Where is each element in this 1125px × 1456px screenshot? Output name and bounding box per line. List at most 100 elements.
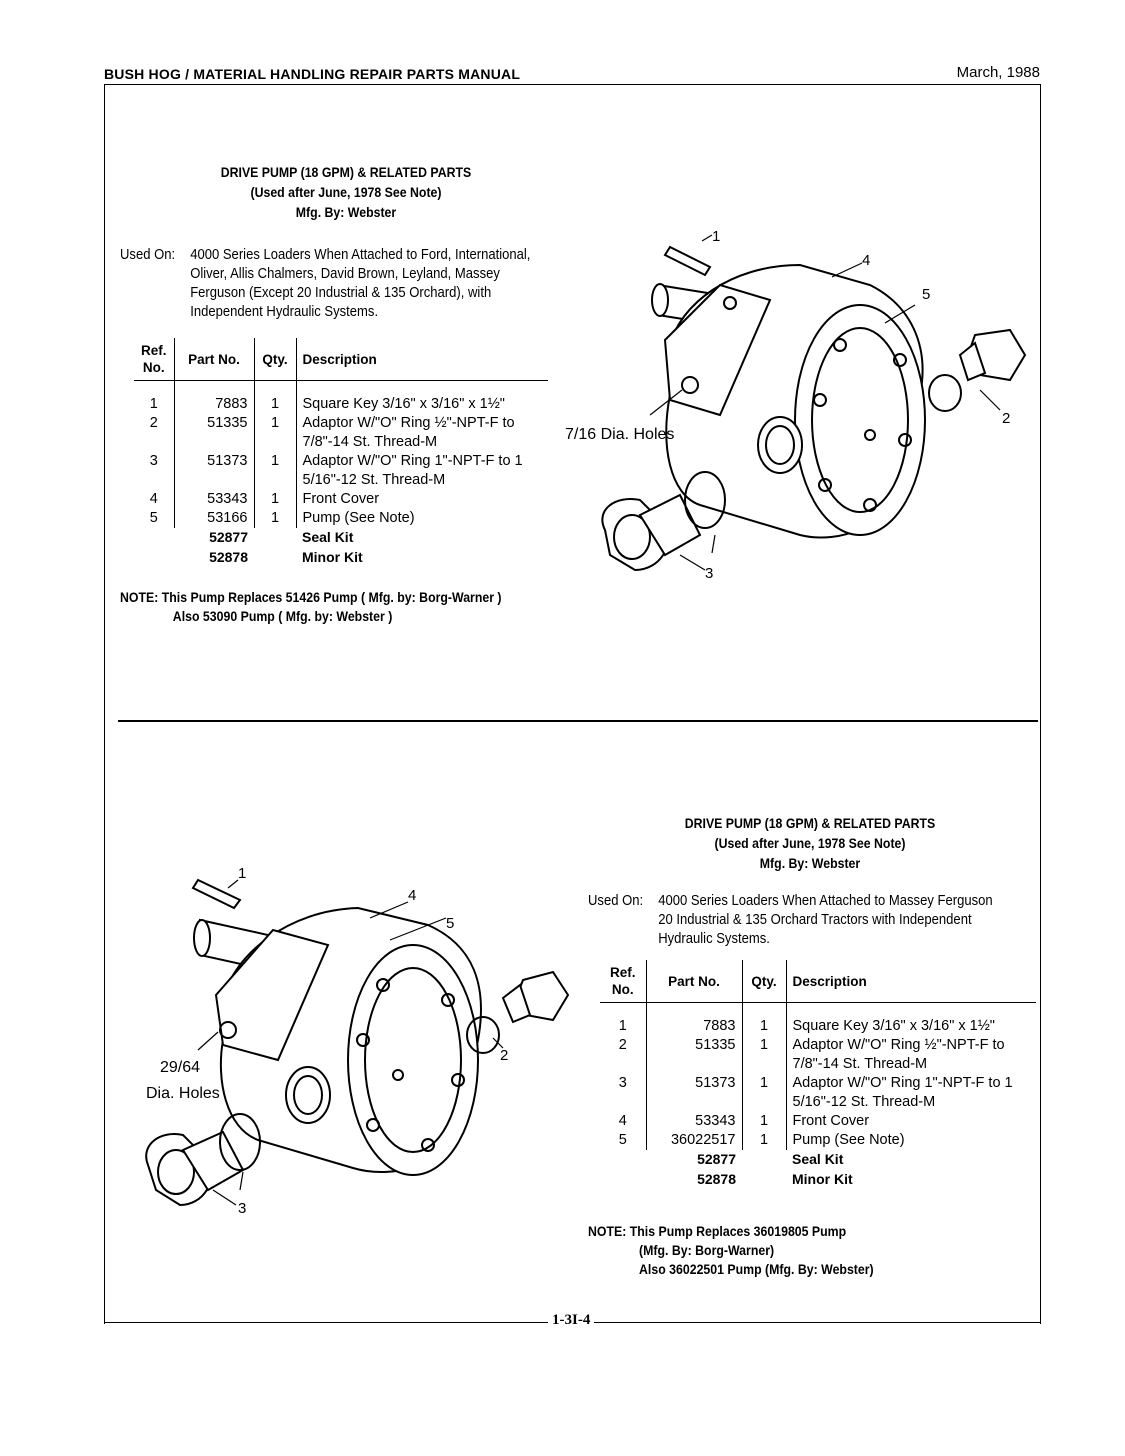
section-1-note: NOTE: This Pump Replaces 51426 Pump ( Mf… [120, 588, 578, 626]
row-ref: 1 [149, 396, 158, 412]
kit-part: 52877 [697, 1151, 736, 1167]
row-ref: 3 [618, 1075, 627, 1091]
col-desc: Description [785, 960, 1036, 1003]
row-qty: 1 [253, 414, 296, 452]
row-part: 7883 [645, 1017, 742, 1036]
kit-desc: Minor Kit [302, 549, 363, 565]
row-desc: Adaptor W/"O" Ring 1"-NPT-F to 1 5/16"-1… [785, 1074, 1036, 1112]
col-part: Part No. [173, 338, 254, 381]
section-2-title-block: DRIVE PUMP (18 GPM) & RELATED PARTS (Use… [678, 813, 942, 873]
section-title: DRIVE PUMP (18 GPM) & RELATED PARTS [220, 164, 472, 180]
section-1-title-block: DRIVE PUMP (18 GPM) & RELATED PARTS (Use… [214, 162, 478, 222]
table-row: 4 53343 1 Front Cover [600, 1112, 1036, 1131]
row-part: 7883 [173, 395, 254, 414]
col-desc: Description [295, 338, 548, 381]
row-qty: 1 [741, 1074, 786, 1112]
row-part: 36022517 [645, 1131, 742, 1150]
callout-2: 2 [500, 1047, 508, 1064]
table-row: 1 7883 1 Square Key 3/16" x 3/16" x 1½" [134, 395, 548, 414]
callout-1: 1 [238, 865, 246, 882]
row-part: 51373 [173, 452, 254, 490]
row-desc: Square Key 3/16" x 3/16" x 1½" [295, 395, 548, 414]
section-2-used-on: Used On: 4000 Series Loaders When Attach… [588, 892, 1011, 952]
manual-date: March, 1988 [956, 64, 1040, 81]
used-on-label: Used On: [120, 247, 176, 263]
row-desc: Adaptor W/"O" Ring ½"-NPT-F to 7/8"-14 S… [295, 414, 548, 452]
kit-part: 52877 [209, 529, 248, 545]
row-part: 53343 [645, 1112, 742, 1131]
section-divider [118, 720, 1038, 722]
kit-desc: Seal Kit [302, 529, 354, 545]
note-line: (Mfg. By: Borg-Warner) [639, 1242, 775, 1258]
used-on-label: Used On: [588, 893, 644, 909]
row-desc: Pump (See Note) [785, 1131, 1036, 1150]
row-qty: 1 [741, 1112, 786, 1131]
section-1-parts-table: Ref. No. Part No. Qty. Description 1 788… [134, 338, 548, 568]
row-desc: Front Cover [295, 490, 548, 509]
section-1-used-on: Used On: 4000 Series Loaders When Attach… [120, 246, 570, 326]
row-ref: 4 [149, 491, 158, 507]
kit-part: 52878 [209, 549, 248, 565]
table-row: 5 53166 1 Pump (See Note) [134, 509, 548, 528]
row-qty: 1 [741, 1036, 786, 1074]
kit-row: 52878 Minor Kit [600, 1170, 1036, 1190]
note-line: Also 36022501 Pump (Mfg. By: Webster) [639, 1261, 874, 1277]
row-ref: 1 [618, 1018, 627, 1034]
kit-part: 52878 [697, 1171, 736, 1187]
row-part: 53343 [173, 490, 254, 509]
row-part: 51373 [645, 1074, 742, 1112]
row-qty: 1 [741, 1017, 786, 1036]
callout-3: 3 [238, 1200, 246, 1217]
row-qty: 1 [253, 509, 296, 528]
row-qty: 1 [253, 490, 296, 509]
callout-5: 5 [922, 286, 930, 303]
table-row: 1 7883 1 Square Key 3/16" x 3/16" x 1½" [600, 1017, 1036, 1036]
callout-5: 5 [446, 915, 454, 932]
callout-3: 3 [705, 565, 713, 582]
row-part: 51335 [173, 414, 254, 452]
col-ref: Ref. No. [134, 338, 174, 381]
holes-label: 7/16 Dia. Holes [565, 426, 674, 443]
callout-4: 4 [862, 252, 870, 269]
callout-2: 2 [1002, 410, 1010, 427]
front-cover-part [794, 304, 926, 536]
table-row: 5 36022517 1 Pump (See Note) [600, 1131, 1036, 1150]
section-subtitle: (Used after June, 1978 See Note) [714, 835, 906, 851]
section-mfg: Mfg. By: Webster [295, 204, 397, 220]
o-ring-3 [219, 1113, 261, 1171]
used-on-text: 4000 Series Loaders When Attached to Mas… [658, 893, 993, 947]
kit-row: 52877 Seal Kit [600, 1150, 1036, 1170]
frame-right-rule [1040, 84, 1041, 1324]
section-2-parts-table: Ref. No. Part No. Qty. Description 1 788… [600, 960, 1036, 1190]
note-label: NOTE: [120, 589, 159, 605]
row-desc: Pump (See Note) [295, 509, 548, 528]
note-label: NOTE: [588, 1223, 627, 1239]
col-ref: Ref. No. [600, 960, 646, 1003]
table-row: 2 51335 1 Adaptor W/"O" Ring ½"-NPT-F to… [600, 1036, 1036, 1074]
note-line: Also 53090 Pump ( Mfg. by: Webster ) [172, 608, 393, 624]
pump-port [285, 1066, 331, 1124]
kit-desc: Minor Kit [792, 1171, 853, 1187]
table-row: 4 53343 1 Front Cover [134, 490, 548, 509]
holes-label-text: Dia. Holes [146, 1085, 220, 1102]
kit-row: 52877 Seal Kit [134, 528, 548, 548]
row-ref: 2 [149, 415, 158, 431]
row-desc: Square Key 3/16" x 3/16" x 1½" [785, 1017, 1036, 1036]
section-2-pump-diagram: 1 2 3 4 5 29/64 Dia. Holes [145, 865, 570, 1217]
pump-mounting-flange [663, 283, 772, 417]
pump-port [757, 416, 803, 474]
section-subtitle: (Used after June, 1978 See Note) [250, 184, 442, 200]
o-ring-2 [466, 1016, 500, 1054]
o-ring-3 [684, 471, 726, 529]
section-2-note: NOTE: This Pump Replaces 36019805 Pump (… [588, 1222, 975, 1279]
col-qty: Qty. [253, 338, 296, 381]
row-part: 51335 [645, 1036, 742, 1074]
col-qty: Qty. [741, 960, 786, 1003]
callout-4: 4 [408, 887, 416, 904]
square-key-part [191, 878, 242, 910]
row-qty: 1 [253, 452, 296, 490]
row-desc: Adaptor W/"O" Ring ½"-NPT-F to 7/8"-14 S… [785, 1036, 1036, 1074]
section-1-pump-diagram: 1 2 3 4 5 7/16 Dia. Holes [565, 228, 1027, 582]
row-ref: 3 [149, 453, 158, 469]
holes-label-size: 29/64 [160, 1059, 200, 1076]
